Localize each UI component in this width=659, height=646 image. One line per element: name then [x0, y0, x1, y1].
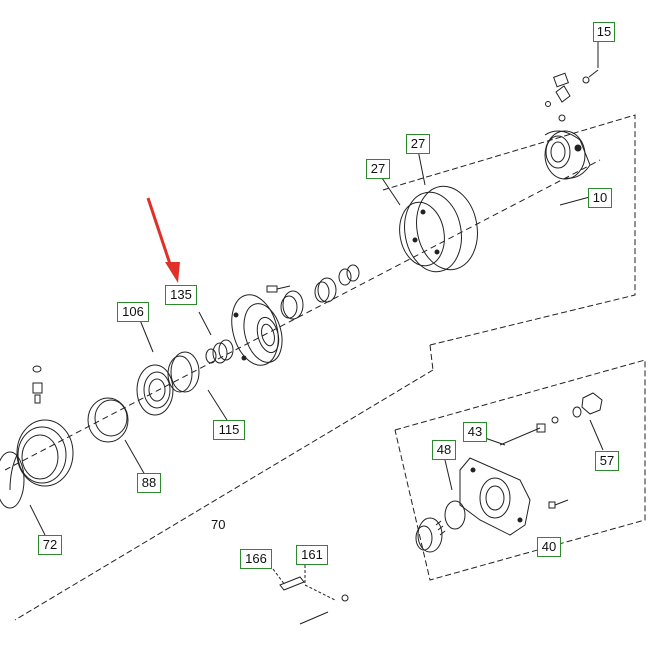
label-70: 70	[211, 517, 226, 532]
part-72-housing	[0, 419, 74, 509]
o-ring-a	[346, 264, 360, 282]
seal-ring-d	[282, 290, 304, 320]
callout-27-upper: 27	[406, 134, 430, 154]
callout-10: 10	[588, 188, 612, 208]
part-115-ring	[170, 351, 200, 393]
part-48-spring	[415, 500, 466, 553]
callout-115: 115	[213, 420, 245, 440]
part-10-housing	[544, 130, 591, 180]
bolt	[266, 285, 291, 293]
plug-fitting	[32, 365, 43, 404]
pointer-arrow	[146, 197, 180, 283]
callout-88: 88	[137, 473, 161, 493]
bolt-40	[548, 499, 569, 509]
part-106-bearing	[136, 364, 174, 416]
part-27-ring-large	[399, 185, 478, 273]
callout-15: 15	[593, 22, 615, 42]
axis-centerline	[4, 159, 601, 471]
callout-135: 135	[165, 285, 197, 305]
o-ring-b	[338, 268, 352, 286]
callout-43: 43	[463, 422, 487, 442]
part-43-pin	[499, 416, 559, 446]
callout-106: 106	[117, 302, 149, 322]
callout-27-lower: 27	[366, 159, 390, 179]
part-40-housing	[459, 457, 531, 536]
callout-48: 48	[432, 440, 456, 460]
part-161-clip	[279, 576, 349, 625]
flange-housing	[231, 294, 283, 366]
callout-57: 57	[595, 451, 619, 471]
callout-161: 161	[296, 545, 328, 565]
part-15-fittings	[545, 69, 599, 122]
part-88-ring	[87, 397, 129, 443]
callout-166: 166	[240, 549, 272, 569]
callout-72: 72	[38, 535, 62, 555]
seal-ring-c	[317, 277, 337, 303]
callout-40: 40	[537, 537, 561, 557]
part-57-nut	[572, 392, 603, 418]
group-box-10	[382, 114, 636, 346]
